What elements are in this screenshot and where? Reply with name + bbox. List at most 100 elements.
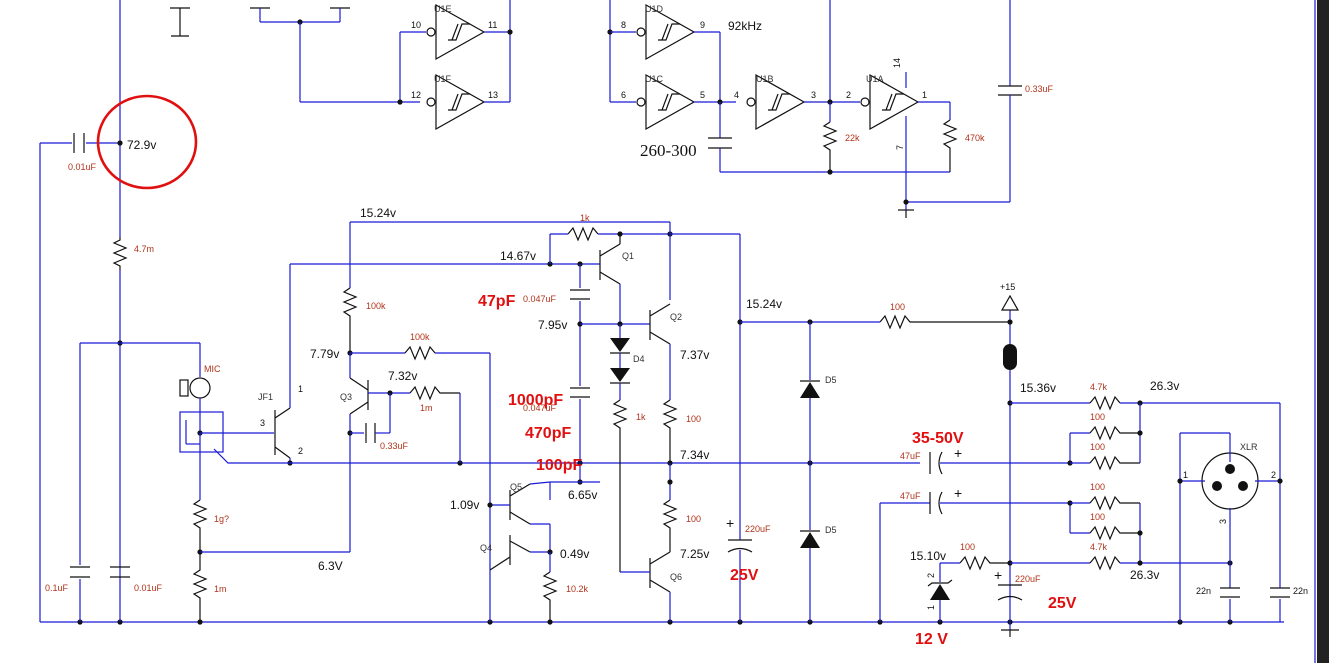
ground-rail <box>39 143 1284 625</box>
svg-text:1m: 1m <box>420 403 433 413</box>
svg-text:100: 100 <box>1090 512 1105 522</box>
svg-text:1m: 1m <box>214 584 227 594</box>
svg-text:0.33uF: 0.33uF <box>1025 84 1054 94</box>
svg-text:+: + <box>954 485 962 501</box>
svg-text:15.36v: 15.36v <box>1020 381 1056 395</box>
svg-text:7: 7 <box>895 145 905 150</box>
svg-text:100pF: 100pF <box>536 457 582 474</box>
svg-text:100: 100 <box>890 302 905 312</box>
svg-text:47uF: 47uF <box>900 491 921 501</box>
frame <box>1314 0 1329 663</box>
svg-text:6.65v: 6.65v <box>568 488 597 502</box>
svg-text:100: 100 <box>686 414 701 424</box>
resistor-1m-q3 <box>409 385 460 401</box>
output-stage: 14.67v 1k Q1 0.047uF 47pF 7.95v <box>450 213 740 622</box>
inverter-u1d <box>645 3 696 61</box>
svg-text:7.32v: 7.32v <box>388 369 417 383</box>
svg-text:10.2k: 10.2k <box>566 584 589 594</box>
svg-text:1: 1 <box>1183 470 1188 480</box>
svg-text:7.37v: 7.37v <box>680 348 709 362</box>
svg-text:15.24v: 15.24v <box>746 297 782 311</box>
svg-text:Q2: Q2 <box>670 312 682 322</box>
resistor-22k <box>822 121 838 172</box>
svg-text:1000pF: 1000pF <box>508 392 563 409</box>
resistor-100-q2 <box>662 399 678 463</box>
svg-text:2: 2 <box>298 446 303 456</box>
svg-text:1: 1 <box>926 605 936 610</box>
svg-text:7.95v: 7.95v <box>538 318 567 332</box>
svg-text:1: 1 <box>922 90 927 100</box>
resistor-100-d <box>1089 495 1140 511</box>
resistor-100-b <box>1089 425 1140 441</box>
supply-plus15 <box>1000 294 1020 311</box>
resistor-4k7-a <box>1089 395 1121 411</box>
svg-text:U1A: U1A <box>866 74 884 84</box>
svg-text:1.09v: 1.09v <box>450 498 479 512</box>
svg-text:+: + <box>954 445 962 461</box>
svg-text:100k: 100k <box>366 301 386 311</box>
svg-text:Q6: Q6 <box>670 572 682 582</box>
svg-text:220uF: 220uF <box>1015 574 1041 584</box>
svg-text:Q4: Q4 <box>480 543 492 553</box>
svg-text:100: 100 <box>1090 412 1105 422</box>
svg-text:7.25v: 7.25v <box>680 547 709 561</box>
inverter-u1c <box>645 73 696 131</box>
svg-text:XLR: XLR <box>1240 442 1258 452</box>
inverter-u1b <box>755 73 806 131</box>
svg-text:3: 3 <box>1218 519 1228 524</box>
timing-cap-note: 260-300 <box>640 141 697 160</box>
svg-text:10: 10 <box>411 20 421 30</box>
top-caps <box>170 7 420 103</box>
svg-text:22k: 22k <box>845 133 860 143</box>
svg-text:5: 5 <box>700 90 705 100</box>
svg-text:6: 6 <box>621 90 626 100</box>
svg-text:15.24v: 15.24v <box>360 206 396 220</box>
svg-text:8: 8 <box>621 20 626 30</box>
svg-text:470k: 470k <box>965 133 985 143</box>
svg-text:JF1: JF1 <box>258 392 273 402</box>
svg-text:47uF: 47uF <box>900 451 921 461</box>
resistor-100-e <box>1089 525 1140 541</box>
oscillator-section: 8 9 U1D 92kHz 6 5 U1C 260-300 4 3 U1B 22… <box>607 0 1054 218</box>
inverter-u1e <box>435 3 486 61</box>
inverters-u1e-u1f: 10 11 U1E 12 13 U1F <box>397 0 513 131</box>
resistor-100-zener <box>959 555 1010 571</box>
svg-text:11: 11 <box>488 20 497 30</box>
highlight-circle <box>96 94 198 190</box>
resistor-470k <box>942 119 958 172</box>
svg-text:4.7k: 4.7k <box>1090 542 1108 552</box>
svg-text:26.3v: 26.3v <box>1150 379 1179 393</box>
hv-voltage-label: 72.9v <box>127 138 156 152</box>
svg-text:U1D: U1D <box>645 4 664 14</box>
svg-text:U1F: U1F <box>434 74 452 84</box>
resistor-1k-q1 <box>567 226 599 242</box>
svg-text:6.3V: 6.3V <box>318 559 343 573</box>
svg-text:47pF: 47pF <box>478 293 516 310</box>
svg-text:35-50V: 35-50V <box>912 430 964 447</box>
inverter-u1f <box>435 73 486 131</box>
resistor-10k2 <box>542 571 558 622</box>
svg-text:3: 3 <box>811 90 816 100</box>
mic-capsule <box>189 377 211 399</box>
svg-text:Q1: Q1 <box>622 251 634 261</box>
svg-text:100: 100 <box>960 542 975 552</box>
svg-text:+: + <box>994 567 1002 583</box>
resistor-100-q6 <box>662 499 678 552</box>
resistor-100k-feedback <box>404 345 436 361</box>
svg-text:U1E: U1E <box>434 4 452 14</box>
svg-text:+: + <box>726 515 734 531</box>
svg-text:U1C: U1C <box>645 74 664 84</box>
svg-text:4.7k: 4.7k <box>1090 382 1108 392</box>
svg-text:2: 2 <box>1271 470 1276 480</box>
svg-text:14: 14 <box>892 58 902 68</box>
transistor-q3 <box>349 377 369 391</box>
resistor-1k-d4 <box>612 399 628 572</box>
svg-text:12 V: 12 V <box>915 631 948 648</box>
inverter-u1a <box>869 73 920 131</box>
svg-text:470pF: 470pF <box>525 425 571 442</box>
svg-text:13: 13 <box>488 90 498 100</box>
svg-text:7.79v: 7.79v <box>310 347 339 361</box>
svg-text:+15: +15 <box>1000 282 1015 292</box>
svg-text:100: 100 <box>1090 442 1105 452</box>
svg-text:2: 2 <box>846 90 851 100</box>
